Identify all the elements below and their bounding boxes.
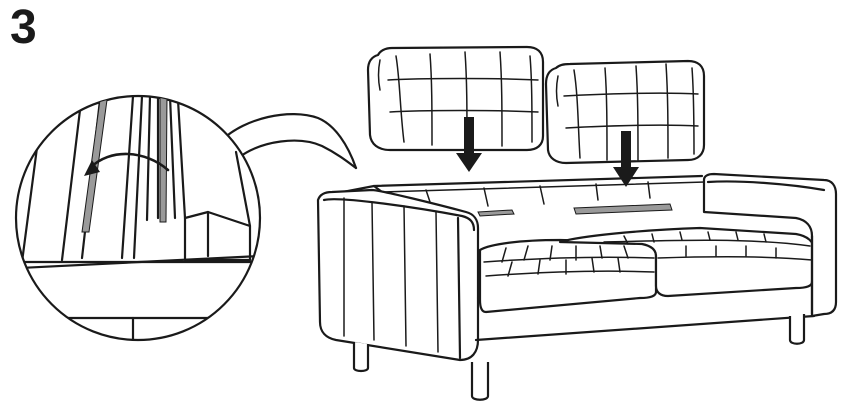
rotate-arrow-icon (84, 160, 100, 176)
sofa-legs (352, 314, 806, 401)
step-number: 3 (10, 1, 37, 54)
detail-callout-circle (14, 94, 262, 342)
detail-callout-content (18, 96, 260, 340)
right-backrest-cushion (544, 59, 706, 165)
sofa-slot-right (573, 203, 673, 215)
insert-arrow-left-icon (456, 117, 482, 172)
sofa-frame (316, 172, 838, 401)
sofa-slot-left (477, 209, 515, 217)
insert-arrow-right-icon (613, 131, 639, 187)
detail-slot-right (159, 96, 168, 223)
detail-callout (14, 94, 358, 342)
left-backrest-cushion (366, 45, 545, 152)
